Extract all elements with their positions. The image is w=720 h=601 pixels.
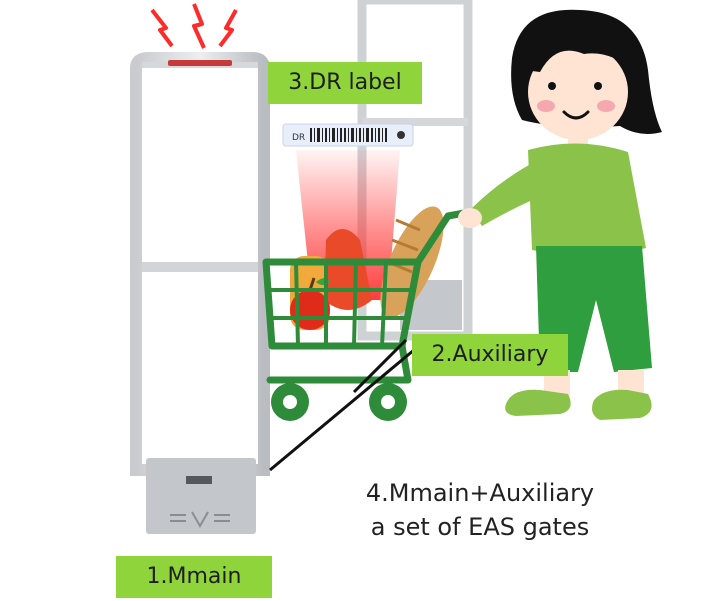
main-gate	[130, 52, 270, 534]
description-line-1: 4.Mmain+Auxiliary	[365, 479, 595, 507]
gate-set-description: 4.Mmain+Auxiliary a set of EAS gates	[330, 476, 630, 544]
main-gate-caption: 1.Mmain	[116, 556, 272, 598]
dr-tag-text: DR	[292, 133, 305, 143]
alarm-spark-icon	[150, 3, 238, 49]
description-line-2: a set of EAS gates	[370, 513, 590, 541]
auxiliary-gate-caption: 2.Auxiliary	[412, 334, 568, 376]
dr-label-caption: 3.DR label	[268, 62, 422, 104]
dr-label-tag: DR	[282, 123, 414, 147]
shopper	[458, 9, 662, 420]
barcode-icon	[310, 128, 387, 142]
cart-wheels	[271, 383, 407, 421]
alarm-light	[168, 60, 232, 66]
leader-lines	[269, 338, 415, 472]
